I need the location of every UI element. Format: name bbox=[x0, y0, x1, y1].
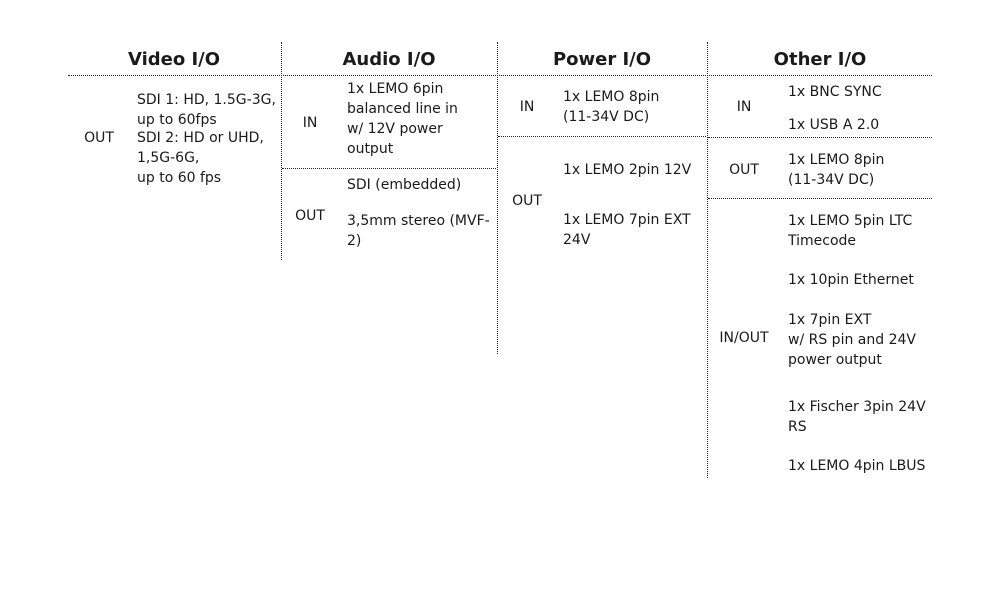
other-in-item: 1x USB A 2.0 bbox=[788, 117, 880, 133]
column-divider-audio-power bbox=[497, 42, 498, 354]
audio-in-out-divider bbox=[282, 168, 496, 169]
audio-io-title: Audio I/O bbox=[342, 49, 436, 70]
other-inout-item: 1x Fischer 3pin 24V RS bbox=[788, 399, 926, 435]
other-out-label: OUT bbox=[729, 162, 759, 178]
other-out-inout-divider bbox=[708, 198, 932, 199]
header-divider bbox=[68, 75, 932, 76]
power-out-item: 1x LEMO 7pin EXT 24V bbox=[563, 212, 691, 248]
power-in-item: 1x LEMO 8pin (11-34V DC) bbox=[563, 89, 660, 125]
audio-out-item: 3,5mm stereo (MVF- 2) bbox=[347, 213, 490, 249]
other-inout-label: IN/OUT bbox=[719, 330, 769, 346]
other-inout-item: 1x LEMO 4pin LBUS bbox=[788, 458, 926, 474]
other-in-item: 1x BNC SYNC bbox=[788, 84, 882, 100]
other-out-item: 1x LEMO 8pin (11-34V DC) bbox=[788, 152, 885, 188]
power-out-item: 1x LEMO 2pin 12V bbox=[563, 162, 692, 178]
other-inout-item: 1x LEMO 5pin LTC Timecode bbox=[788, 213, 913, 249]
power-out-label: OUT bbox=[512, 193, 542, 209]
other-in-out-divider bbox=[708, 137, 932, 138]
audio-in-item: 1x LEMO 6pin balanced line in w/ 12V pow… bbox=[347, 81, 458, 157]
video-out-label: OUT bbox=[84, 130, 114, 146]
audio-out-label: OUT bbox=[295, 208, 325, 224]
power-in-label: IN bbox=[519, 99, 535, 115]
video-out-item: SDI 1: HD, 1.5G-3G, up to 60fps bbox=[137, 92, 276, 128]
column-divider-video-audio bbox=[281, 42, 282, 260]
power-in-out-divider bbox=[498, 136, 706, 137]
video-out-item: SDI 2: HD or UHD, 1,5G-6G, up to 60 fps bbox=[137, 130, 264, 186]
other-inout-item: 1x 10pin Ethernet bbox=[788, 272, 914, 288]
audio-in-label: IN bbox=[302, 115, 318, 131]
other-in-label: IN bbox=[736, 99, 752, 115]
power-io-title: Power I/O bbox=[552, 49, 652, 70]
audio-out-item: SDI (embedded) bbox=[347, 177, 462, 193]
other-inout-item: 1x 7pin EXT w/ RS pin and 24V power outp… bbox=[788, 312, 916, 368]
column-divider-power-other bbox=[707, 42, 708, 478]
other-io-title: Other I/O bbox=[773, 49, 867, 70]
video-io-title: Video I/O bbox=[127, 49, 221, 70]
